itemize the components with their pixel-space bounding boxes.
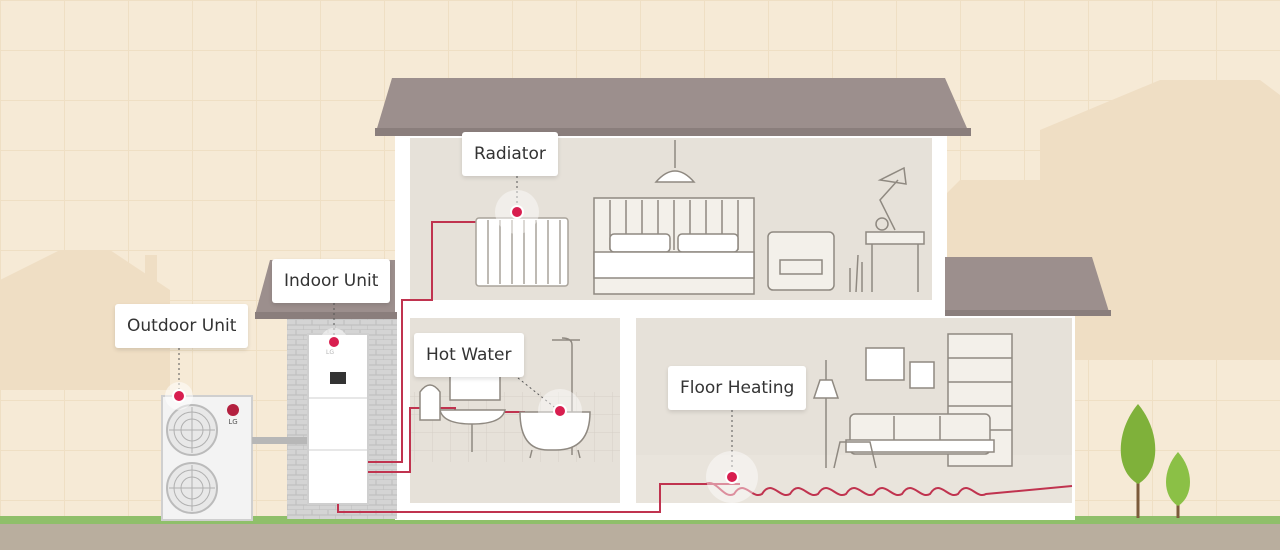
main-roof (375, 78, 970, 135)
refrigerant-pipe (252, 437, 308, 444)
floor-heating-label: Floor Heating (668, 366, 807, 410)
indoor-unit: LG (307, 333, 369, 505)
markers (165, 190, 758, 503)
background-houses (0, 80, 1280, 390)
living-room-furniture (812, 333, 1013, 469)
outdoor-unit-label: Outdoor Unit (115, 304, 249, 348)
extension-roof (945, 257, 1110, 315)
radiator-marker (510, 205, 524, 219)
floor-heating-marker (725, 470, 739, 484)
radiator (475, 217, 569, 287)
outdoor-unit-marker (172, 389, 186, 403)
radiator-label: Radiator (462, 132, 558, 176)
indoor-unit-marker (327, 335, 341, 349)
outdoor-unit: LG (161, 395, 253, 521)
hot-water-label: Hot Water (414, 333, 524, 377)
hot-water-marker (553, 404, 567, 418)
outdoor-brand-label: LG (228, 418, 237, 426)
bedroom-furniture (593, 140, 925, 295)
indoor-unit-label: Indoor Unit (272, 259, 391, 303)
trees (1120, 404, 1190, 518)
